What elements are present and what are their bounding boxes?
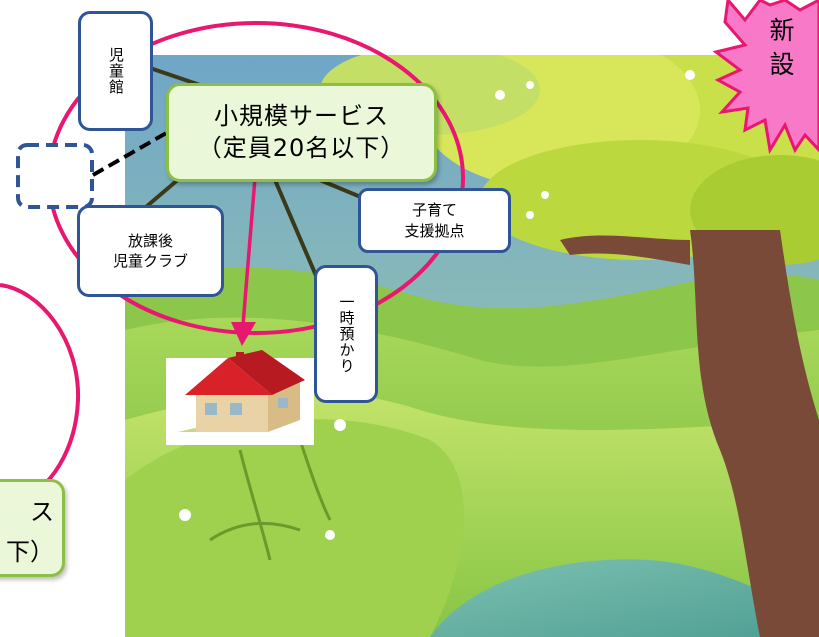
houkago-label: 放課後 児童クラブ <box>112 231 188 270</box>
connector-dashed <box>92 126 176 177</box>
jidoukan-box: 児童館 <box>78 11 153 131</box>
house-icon <box>166 350 314 445</box>
ichiji-box: 一時預かり <box>314 265 378 403</box>
houkago-box: 放課後 児童クラブ <box>77 205 224 297</box>
left-scope-arc <box>0 283 81 502</box>
new-burst-shape <box>712 0 819 155</box>
partial-service-box: ス 下） <box>0 479 65 577</box>
small-scale-service-box: 小規模サービス （定員20名以下） <box>166 83 437 182</box>
arrow-to-house <box>241 177 257 326</box>
ichiji-label: 一時預かり <box>337 294 356 374</box>
connector-ichiji <box>273 179 322 286</box>
kosodate-label: 子育て 支援拠点 <box>404 201 465 240</box>
main-service-line1: 小規模サービス <box>214 102 389 131</box>
partial-box-line2: 下） <box>6 538 54 566</box>
new-burst-label: 新 設 <box>769 16 795 79</box>
partial-box-line1: ス <box>30 498 54 526</box>
placeholder-dashed-box <box>16 143 94 209</box>
kosodate-box: 子育て 支援拠点 <box>358 188 511 253</box>
main-service-line2: （定員20名以下） <box>197 133 406 162</box>
connector-jidoukan <box>149 66 201 87</box>
jidoukan-label: 児童館 <box>107 47 125 95</box>
arrow-head <box>231 322 256 346</box>
